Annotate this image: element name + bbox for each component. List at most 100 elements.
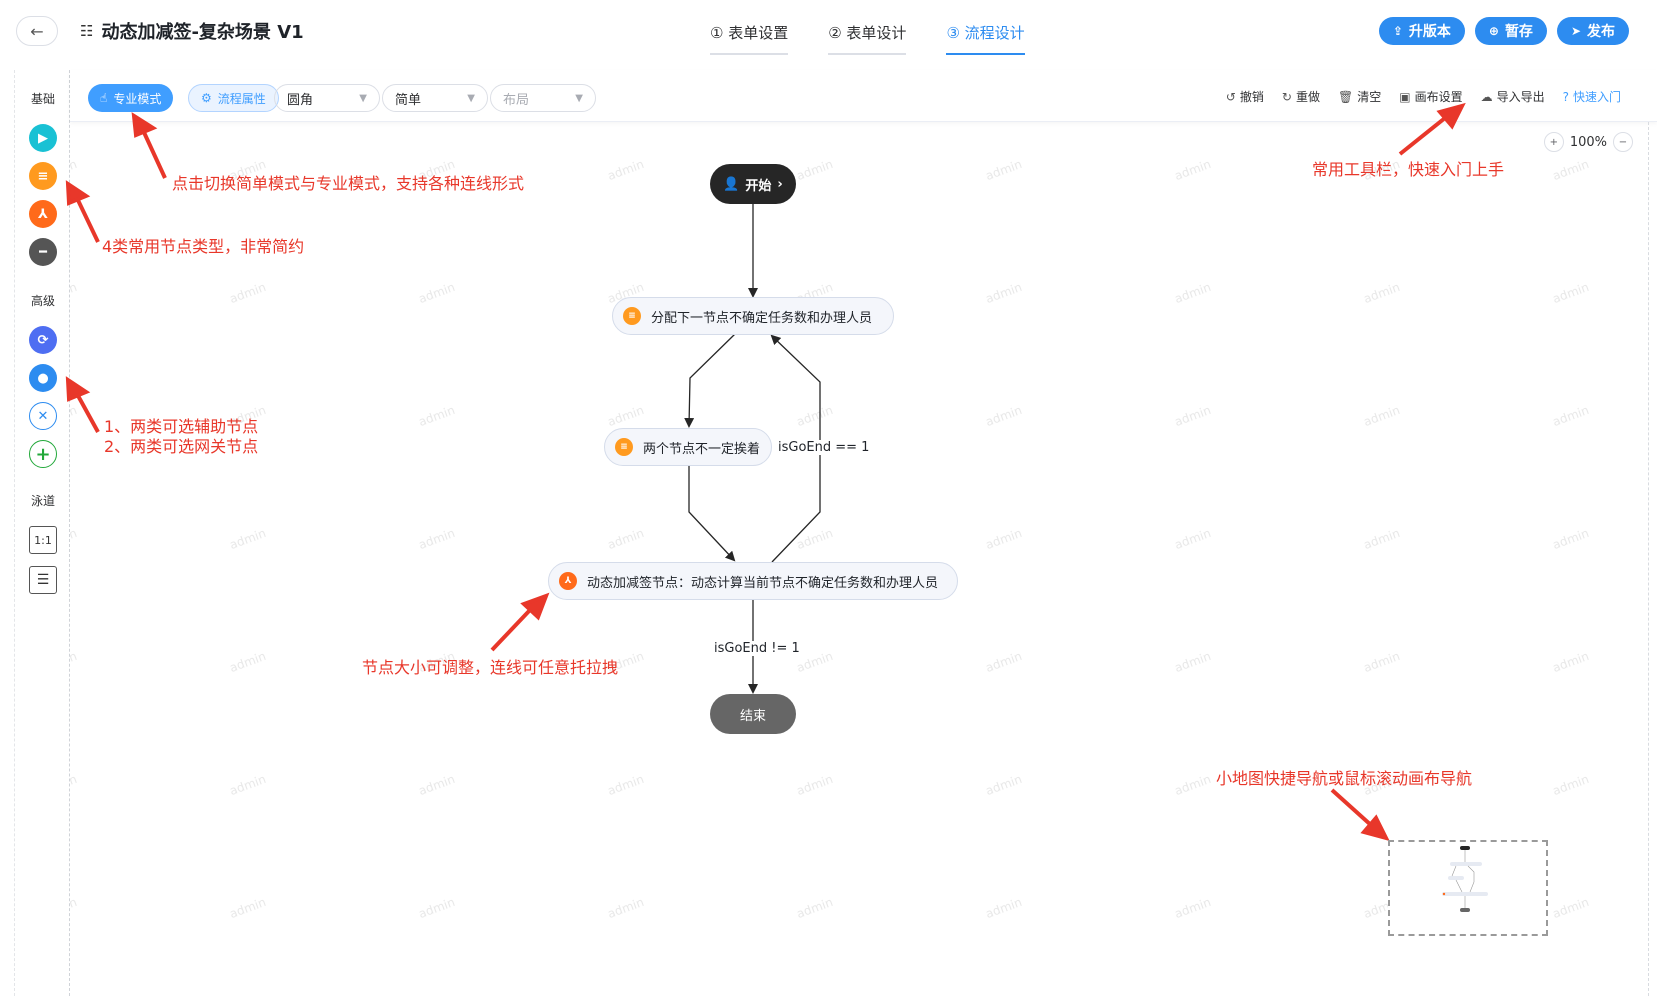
task-node-assign[interactable]: ≡ 分配下一节点不确定任务数和办理人员 [612, 297, 894, 335]
chevron-down-icon: ▼ [467, 92, 475, 104]
quick-start-button[interactable]: ?快速入门 [1563, 88, 1621, 105]
watermark-text: admin [983, 156, 1024, 184]
lane-vertical-icon[interactable]: ☰ [29, 566, 57, 594]
watermark-text: admin [416, 402, 457, 430]
watermark-text: admin [794, 648, 835, 676]
watermark-text: admin [227, 648, 268, 676]
zoom-out-button[interactable]: − [1613, 132, 1633, 152]
chevron-down-icon: ▼ [575, 92, 583, 104]
watermark-text: admin [1172, 279, 1213, 307]
node-palette: 基础 ▶ ≡ ⅄ ━ 高级 ⟳ ● ✕ + 泳道 1:1 ☰ [14, 70, 70, 996]
title-text: 动态加减签-复杂场景 V1 [101, 22, 304, 43]
save-draft-button[interactable]: ⊕ 暂存 [1474, 17, 1547, 45]
upgrade-version-button[interactable]: ⇪ 升版本 [1378, 17, 1465, 45]
anno-arrow-nodes-head [65, 180, 91, 206]
watermark-text: admin [1550, 894, 1591, 922]
watermark-text: admin [416, 771, 457, 799]
start-node-label: 开始 [745, 178, 772, 194]
canvas-settings-label: 画布设置 [1414, 90, 1463, 104]
annotation-minimap: 小地图快捷导航或鼠标滚动画布导航 [1216, 769, 1473, 788]
watermark-text: admin [1550, 648, 1591, 676]
hand-icon: ☝ [100, 91, 108, 105]
zoom-in-button[interactable]: + [1543, 132, 1564, 152]
watermark-text: admin [1172, 402, 1213, 430]
flow-icon: ☷ [80, 22, 94, 40]
chevron-down-icon: ▼ [359, 92, 367, 104]
corner-style-select[interactable]: 圆角 ▼ [274, 84, 380, 112]
watermark-text: admin [794, 894, 835, 922]
loop-node-icon[interactable]: ⟳ [29, 326, 57, 354]
end-node[interactable]: 结束 [710, 694, 796, 734]
start-node-icon[interactable]: ▶ [29, 124, 57, 152]
tab-form-settings[interactable]: ① 表单设置 [710, 20, 789, 55]
lane-horizontal-icon[interactable]: 1:1 [29, 526, 57, 554]
minimap[interactable] [1388, 840, 1548, 936]
user-node-icon[interactable]: ● [29, 364, 57, 392]
watermark-text: admin [1550, 279, 1591, 307]
redo-button[interactable]: ↻重做 [1282, 88, 1320, 105]
watermark-text: admin [1361, 525, 1402, 553]
back-button[interactable]: ← [16, 16, 58, 46]
canvas-right-border [1648, 122, 1649, 996]
layout-select[interactable]: 布局 ▼ [490, 84, 596, 112]
toolbar-tools: ↺撤销 ↻重做 🗑清空 ▣画布设置 ☁导入导出 ?快速入门 [1226, 88, 1621, 105]
watermark-text: admin [794, 156, 835, 184]
undo-button[interactable]: ↺撤销 [1226, 88, 1264, 105]
approve-node-icon: ≡ [623, 307, 641, 325]
end-node-icon[interactable]: ━ [29, 238, 57, 266]
flow-properties-button[interactable]: ⚙ 流程属性 [188, 84, 279, 112]
anno-arrow-resize [490, 608, 532, 652]
exclusive-gateway-icon[interactable]: ✕ [29, 402, 57, 430]
edge-style-select[interactable]: 简单 ▼ [382, 84, 488, 112]
watermark-text: admin [1550, 156, 1591, 184]
branch-node-icon[interactable]: ⅄ [29, 200, 57, 228]
task-node-dynamic-sign[interactable]: ⅄ 动态加减签节点：动态计算当前节点不确定任务数和办理人员 [548, 562, 958, 600]
pro-mode-button[interactable]: ☝ 专业模式 [88, 84, 174, 112]
edge-label-loop[interactable]: isGoEnd == 1 [778, 440, 870, 455]
watermark-text: admin [416, 525, 457, 553]
top-bar: ← ☷ 动态加减签-复杂场景 V1 ① 表单设置 ② 表单设计 ③ 流程设计 ⇪… [0, 0, 1657, 64]
page-title: ☷ 动态加减签-复杂场景 V1 [80, 18, 304, 44]
annotation-toolbar: 常用工具栏，快速入门上手 [1312, 160, 1505, 179]
watermark-text: admin [227, 894, 268, 922]
clear-label: 清空 [1357, 90, 1382, 104]
task-node-separate[interactable]: ≡ 两个节点不一定挨着 [604, 428, 772, 466]
watermark-text: admin [983, 279, 1024, 307]
approve-node-icon[interactable]: ≡ [29, 162, 57, 190]
anno-arrow-toolbar [1398, 116, 1447, 156]
top-actions: ⇪ 升版本 ⊕ 暂存 ➤ 发布 [1378, 17, 1629, 45]
watermark-text: admin [983, 402, 1024, 430]
watermark-text: admin [1550, 402, 1591, 430]
watermark-text: admin [1361, 648, 1402, 676]
trash-icon: 🗑 [1337, 89, 1354, 104]
canvas-settings-button[interactable]: ▣画布设置 [1399, 88, 1462, 105]
watermark-text: admin [1361, 279, 1402, 307]
anno-arrow-aux [74, 391, 100, 433]
watermark-text: admin [227, 525, 268, 553]
send-icon: ➤ [1570, 24, 1581, 38]
save-icon: ⊕ [1488, 24, 1499, 38]
publish-button[interactable]: ➤ 发布 [1556, 17, 1629, 45]
quick-start-label: 快速入门 [1572, 90, 1621, 104]
watermark-text: admin [605, 156, 646, 184]
canvas-settings-icon: ▣ [1399, 89, 1411, 104]
section-advanced: 高级 [30, 294, 55, 308]
parallel-gateway-icon[interactable]: + [29, 440, 57, 468]
clear-button[interactable]: 🗑清空 [1338, 88, 1381, 105]
start-node[interactable]: 👤 开始 › [710, 164, 796, 204]
watermark-text: admin [794, 771, 835, 799]
edge-style-value: 简单 [395, 92, 422, 108]
canvas-toolbar: ☝ 专业模式 ⚙ 流程属性 圆角 ▼ 简单 ▼ 布局 ▼ ↺撤销 ↻重做 🗑清空… [70, 70, 1657, 122]
tab-flow-design[interactable]: ③ 流程设计 [946, 20, 1025, 55]
layout-placeholder: 布局 [503, 92, 530, 108]
redo-label: 重做 [1295, 90, 1320, 104]
chevron-right-icon: › [777, 176, 783, 192]
import-export-button[interactable]: ☁导入导出 [1481, 88, 1545, 105]
watermark-text: admin [1172, 894, 1213, 922]
watermark-text: admin [605, 771, 646, 799]
tab-form-design[interactable]: ② 表单设计 [828, 20, 907, 55]
help-icon: ? [1562, 89, 1569, 104]
edge-label-end[interactable]: isGoEnd != 1 [714, 641, 800, 656]
upgrade-version-label: 升版本 [1408, 24, 1451, 40]
watermark-text: admin [605, 525, 646, 553]
